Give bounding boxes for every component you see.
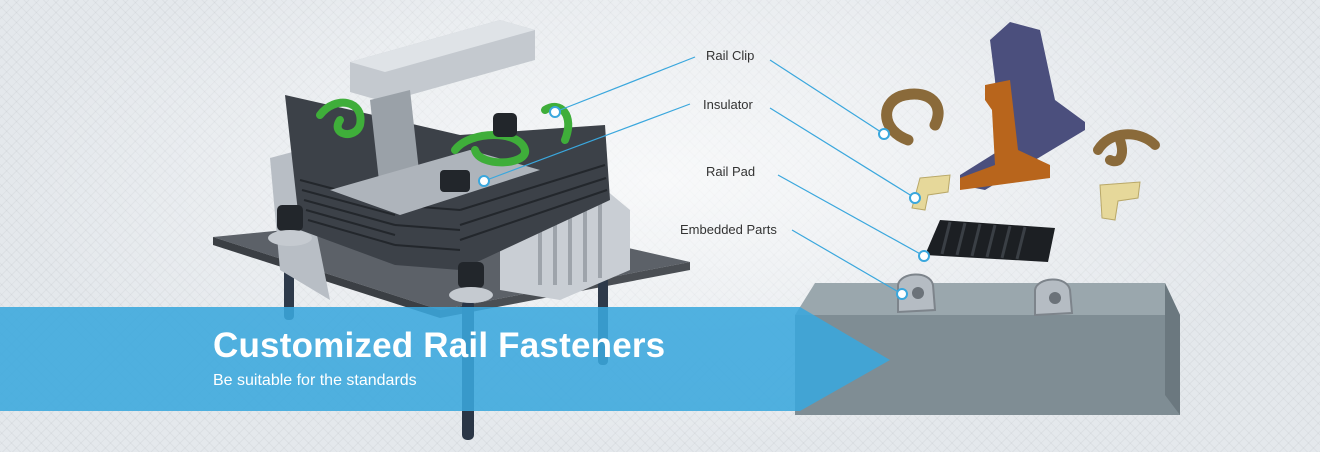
callout-insulator: Insulator (703, 97, 753, 112)
rail-clip-icon (881, 88, 1160, 167)
banner-title: Customized Rail Fasteners (213, 326, 666, 365)
rail-icon (960, 22, 1085, 190)
banner-subtitle: Be suitable for the standards (213, 372, 417, 389)
insulator-icon (911, 174, 1141, 221)
embedded-part-icon (897, 273, 1074, 317)
callout-embedded-parts: Embedded Parts (680, 222, 777, 237)
callout-rail-clip: Rail Clip (706, 48, 755, 63)
title-band (0, 307, 890, 411)
callout-rail-pad: Rail Pad (706, 164, 756, 179)
concrete-sleeper-icon (795, 283, 1180, 415)
rail-pad-icon (925, 220, 1055, 262)
